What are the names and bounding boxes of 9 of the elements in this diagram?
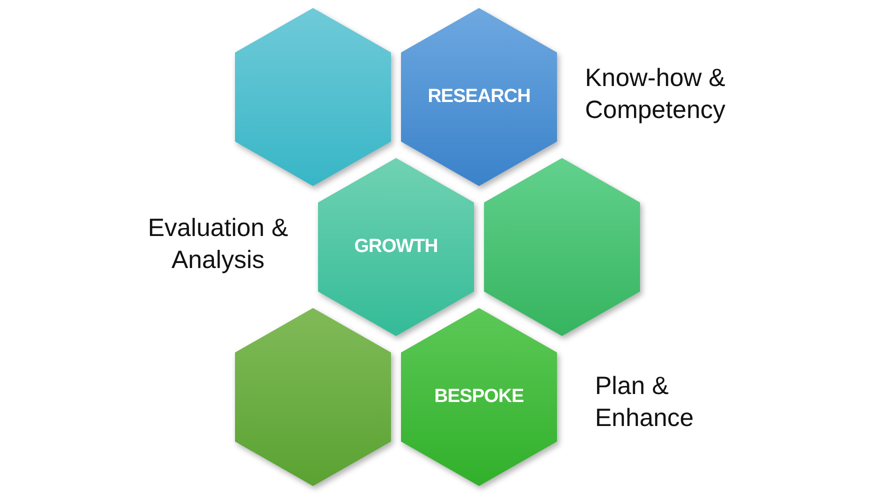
side-caption: Plan & Enhance bbox=[595, 371, 695, 434]
hexagon-tile bbox=[235, 308, 391, 486]
tile-label: BESPOKE bbox=[433, 386, 525, 408]
hexagon-tile bbox=[484, 158, 640, 336]
side-caption: Evaluation & Analysis bbox=[146, 213, 290, 276]
hexagon-tile bbox=[235, 8, 391, 186]
tile-label: GROWTH bbox=[353, 236, 439, 258]
side-caption: Know-how & Competency bbox=[585, 63, 726, 126]
tile-label: RESEARCH bbox=[426, 86, 532, 108]
